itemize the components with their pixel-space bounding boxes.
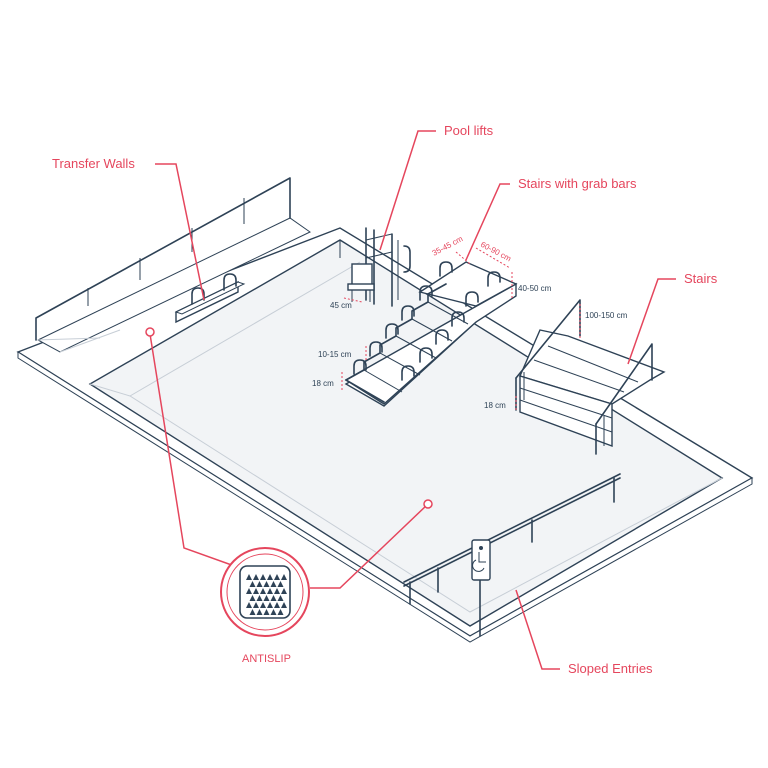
antislip-texture-triangle [256,595,263,601]
stairs-leader [627,278,676,365]
antislip-texture-triangle [253,588,259,594]
sloped-entry [403,473,621,637]
antislip-texture-triangle [253,574,259,580]
antislip-texture-triangle [246,574,252,580]
dim-riser-height: 10-15 cm [318,350,352,359]
antislip-texture-triangle [263,595,270,601]
antislip-texture-triangle [260,602,266,608]
antislip-texture-triangle [267,588,273,594]
label-sloped-entries: Sloped Entries [568,661,653,676]
antislip-point-deck [145,327,155,337]
dimension-marks [341,247,581,412]
wheelchair-sign-icon [471,539,491,581]
antislip-texture-triangle [277,609,284,615]
antislip-texture-triangle [270,581,277,587]
antislip-badge [220,547,310,637]
pool-basin [88,239,724,627]
antislip-texture-triangle [260,574,266,580]
antislip-texture-triangle [267,602,273,608]
antislip-texture-triangle [277,595,284,601]
antislip-texture-triangle [281,602,287,608]
stairs-with-grab-bars [344,261,518,407]
antislip-point-floor [423,499,433,509]
transfer-wall-area [35,177,311,353]
label-stairs-with-grab-bars: Stairs with grab bars [518,176,637,191]
dim-step-width: 35-45 cm [431,234,465,258]
sloped-entries-leader [515,589,560,670]
antislip-texture-triangle [270,595,277,601]
pool-lifts-leader [379,130,436,251]
antislip-texture-triangle [260,588,266,594]
antislip-texture-triangle [246,602,252,608]
dim-step-depth: 60-90 cm [479,240,513,264]
antislip-texture-triangle [249,581,256,587]
antislip-texture-triangle [277,581,284,587]
antislip-texture-triangle [253,602,259,608]
label-pool-lifts: Pool lifts [444,123,494,138]
transfer-walls-leader [155,163,205,301]
antislip-texture-triangle [256,609,263,615]
dim-platform-height: 40-50 cm [518,284,552,293]
antislip-leader-left [149,333,241,569]
antislip-texture-triangle [274,602,280,608]
antislip-texture-triangle [263,581,270,587]
antislip-texture-triangle [249,609,256,615]
antislip-texture-triangle [274,588,280,594]
antislip-texture-triangle [270,609,277,615]
antislip-texture-triangle [246,588,252,594]
antislip-texture-triangle [274,574,280,580]
dim-rail-height: 100-150 cm [585,311,628,320]
label-transfer-walls: Transfer Walls [52,156,135,171]
pool-lift [347,227,411,307]
antislip-texture-triangle [256,581,263,587]
stairs-right [515,299,666,455]
antislip-texture-triangle [263,609,270,615]
label-stairs: Stairs [684,271,718,286]
callout-labels: Transfer Walls Pool lifts Stairs with gr… [52,123,718,676]
antislip-texture-triangle [249,595,256,601]
antislip-leader-right [310,503,429,589]
dim-seat-height: 45 cm [330,301,352,310]
callout-leaders [145,130,676,670]
label-antislip: ANTISLIP [242,653,291,665]
antislip-texture-triangle [281,574,287,580]
dim-bottom-step: 18 cm [312,379,334,388]
antislip-texture-triangle [281,588,287,594]
antislip-texture-triangle [267,574,273,580]
stairs-with-grab-bars-leader [465,183,510,261]
dim-stairs-bottom-step: 18 cm [484,401,506,410]
